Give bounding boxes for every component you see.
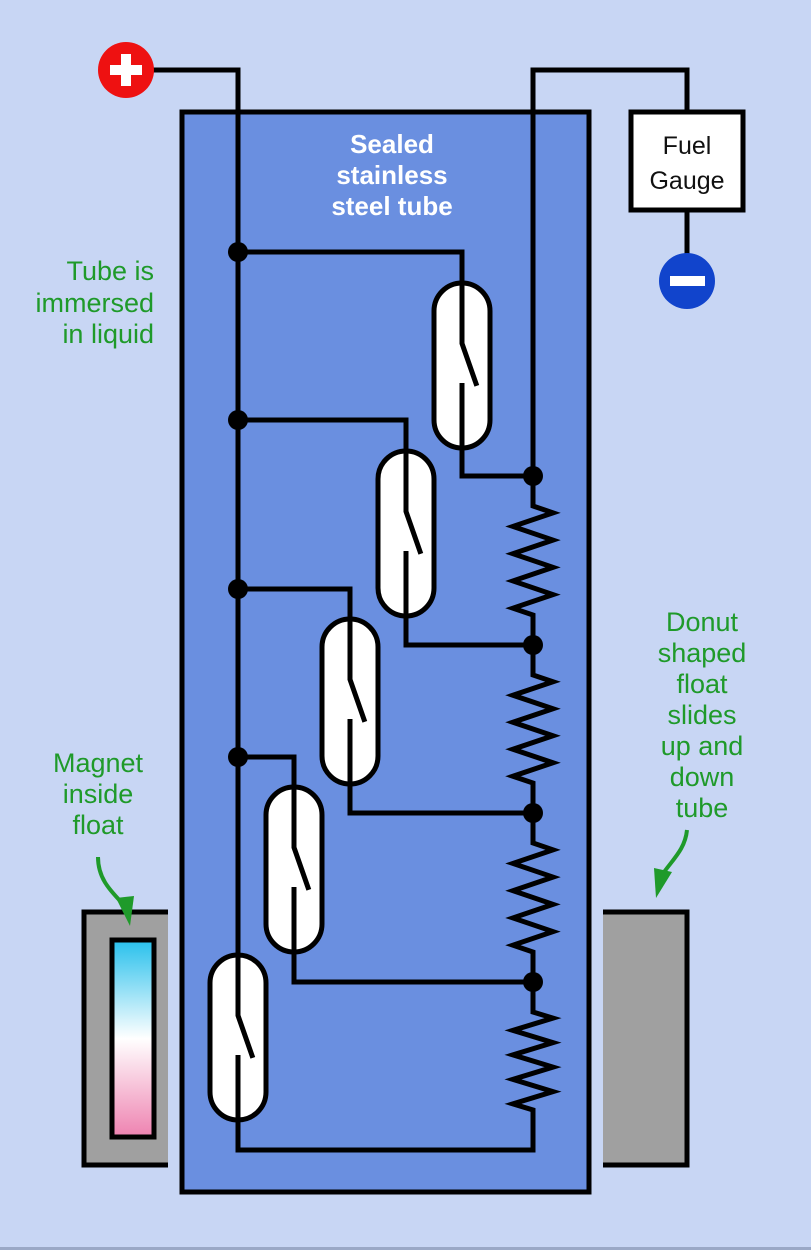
positive-terminal xyxy=(98,42,154,98)
junction-group xyxy=(228,242,543,992)
resistor-icon xyxy=(505,473,561,648)
resistor-group xyxy=(504,473,562,1123)
magnet-label-line-2: inside xyxy=(63,779,134,809)
switch-contact-upper xyxy=(459,280,480,387)
switch-contact-upper xyxy=(347,616,368,723)
magnet-label-line-3: float xyxy=(72,810,124,840)
switch-input-wire xyxy=(235,417,409,454)
switch-output-wire xyxy=(403,613,536,648)
donut-label-line-2: shaped xyxy=(658,638,747,668)
switch-output-wire xyxy=(459,445,536,479)
donut-float-right xyxy=(603,909,690,1168)
switch-input-wire xyxy=(235,249,465,286)
reed-switch xyxy=(207,952,269,1123)
junction-dot xyxy=(228,410,248,430)
immersed-label-line-1: Tube is xyxy=(66,256,154,286)
switch-contact-upper xyxy=(403,448,424,555)
magnet-float-left xyxy=(81,909,168,1168)
magnet-label: Magnet inside float xyxy=(53,748,144,840)
negative-terminal xyxy=(659,253,715,309)
tube-label: Sealed stainless steel tube xyxy=(331,129,452,221)
immersed-label-line-2: immersed xyxy=(35,288,154,318)
tube-label-line-2: stainless xyxy=(336,160,447,190)
reed-switch xyxy=(235,754,536,985)
resistor-icon xyxy=(505,810,561,985)
junction-dot xyxy=(523,803,543,823)
reed-switch-group xyxy=(207,249,536,1123)
junction-dot xyxy=(228,242,248,262)
switch-output-wire xyxy=(347,781,536,816)
immersed-label-line-3: in liquid xyxy=(62,319,154,349)
minus-icon xyxy=(670,276,705,286)
gauge-label-line-1: Fuel xyxy=(663,132,712,160)
donut-label-line-3: float xyxy=(676,669,728,699)
gauge-label-line-2: Gauge xyxy=(649,167,724,195)
donut-label-line-5: up and xyxy=(661,731,744,761)
switch-contact-upper xyxy=(235,952,256,1059)
donut-label-line-4: slides xyxy=(667,700,736,730)
junction-dot xyxy=(523,466,543,486)
donut-label-line-6: down xyxy=(670,762,735,792)
immersed-label: Tube is immersed in liquid xyxy=(35,256,154,349)
donut-label-line-7: tube xyxy=(676,793,729,823)
resistor-icon xyxy=(504,979,562,1123)
plus-icon xyxy=(110,54,142,86)
junction-dot xyxy=(228,579,248,599)
switch-contact-upper xyxy=(291,784,312,891)
switch-input-wire xyxy=(235,754,297,790)
reed-switch xyxy=(235,249,536,479)
reed-switch xyxy=(235,417,536,648)
switch-input-wire xyxy=(235,586,353,622)
arrow-icon-donut xyxy=(654,829,689,898)
magnet xyxy=(109,937,157,1140)
arrow-icon-magnet xyxy=(96,856,134,926)
reed-switch xyxy=(235,586,536,816)
junction-dot xyxy=(523,635,543,655)
junction-dot xyxy=(523,972,543,992)
bottom-divider xyxy=(0,1247,811,1250)
donut-label-line-1: Donut xyxy=(666,607,739,637)
resistor-icon xyxy=(505,642,561,816)
gauge-wire xyxy=(530,67,690,479)
tube-label-line-3: steel tube xyxy=(331,191,452,221)
tube-label-line-1: Sealed xyxy=(350,129,434,159)
switch-output-wire xyxy=(291,949,536,985)
fuel-gauge: Fuel Gauge xyxy=(628,109,746,213)
magnet-label-line-1: Magnet xyxy=(53,748,144,778)
positive-wire xyxy=(147,67,536,1153)
junction-dot xyxy=(228,747,248,767)
donut-float-label: Donut shaped float slides up and down tu… xyxy=(658,607,747,823)
